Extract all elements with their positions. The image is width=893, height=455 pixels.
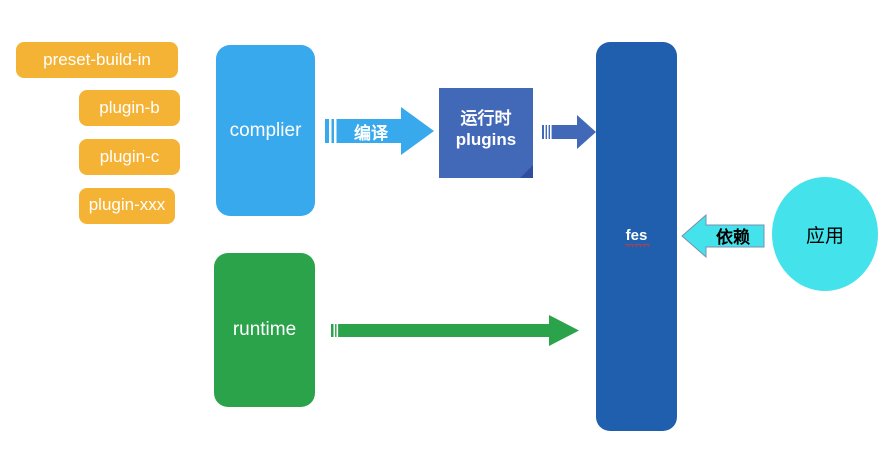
arrow-depends [681,213,765,259]
plugin-chip-label: plugin-xxx [88,195,166,215]
node-runtime-plugins-text: 运行时 plugins [456,108,516,159]
arrow-emit [542,114,596,150]
node-runtime-plugins-line1: 运行时 [460,108,512,128]
node-runtime-plugins-line2: plugins [455,130,517,149]
node-fes-label: fes [624,227,650,248]
plugin-chip-label: plugin-b [99,98,160,118]
plugin-chip-preset-build-in[interactable]: preset-build-in [16,42,178,78]
plugin-chip-label: preset-build-in [43,50,151,70]
dog-ear-fold-icon [520,165,533,178]
plugin-chip-plugin-b[interactable]: plugin-b [79,90,180,126]
plugin-chip-label: plugin-c [99,147,160,167]
node-runtime-plugins[interactable]: 运行时 plugins [439,88,533,178]
arrow-compile [325,105,434,157]
plugin-chip-plugin-c[interactable]: plugin-c [79,139,180,175]
node-app[interactable]: 应用 [772,177,878,291]
node-app-label: 应用 [805,225,844,247]
node-complier[interactable]: complier [216,45,315,216]
arrow-runtime-link [331,315,579,346]
node-complier-label: complier [229,119,302,141]
node-runtime-label: runtime [232,319,297,341]
node-fes[interactable]: fes [596,42,677,431]
plugin-chip-plugin-xxx[interactable]: plugin-xxx [79,188,175,224]
node-runtime[interactable]: runtime [214,253,315,407]
